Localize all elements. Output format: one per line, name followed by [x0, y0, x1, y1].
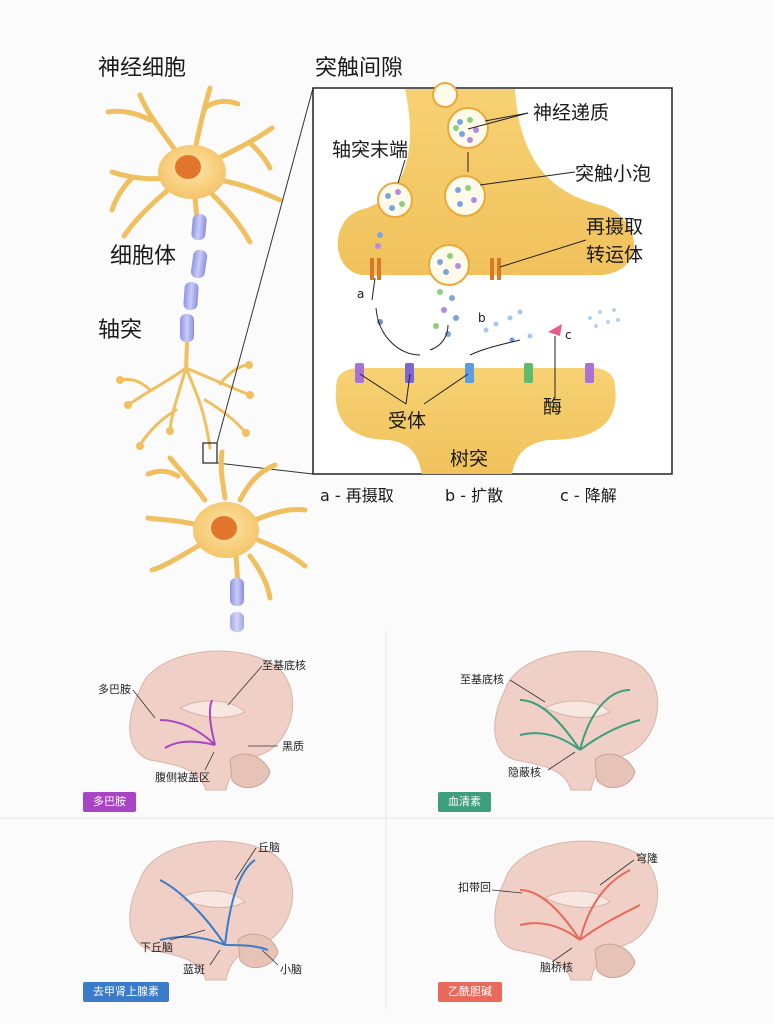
vesicles	[377, 82, 489, 286]
brain-panel-1	[129, 650, 294, 791]
nucleus	[175, 155, 201, 179]
receptors	[355, 363, 594, 383]
p4-label-fornix: 穹隆	[636, 852, 658, 865]
reuptake-transporter-label-1: 再摄取	[586, 216, 644, 238]
badge-dopamine: 多巴胺	[83, 792, 136, 812]
marker-b: b	[478, 311, 486, 325]
p1-label-vta: 腹侧被盖区	[155, 771, 210, 784]
reuptake-transporters	[370, 258, 501, 280]
myelin-sheaths	[180, 213, 208, 342]
p1-label-basal: 至基底核	[262, 659, 306, 672]
p3-label-hypothalamus: 下丘脑	[140, 941, 173, 954]
p3-label-locus-coeruleus: 蓝斑	[183, 963, 205, 976]
synapse-title: 突触间隙	[315, 56, 404, 81]
vesicle-label: 突触小泡	[575, 163, 652, 185]
p4-label-pontine: 脑桥核	[540, 961, 573, 974]
dendrite-label: 树突	[450, 448, 489, 470]
badge-serotonin: 血清素	[438, 792, 491, 812]
zoom-box	[202, 442, 218, 464]
lower-neuron	[145, 449, 308, 601]
legend-reuptake: a - 再摄取	[320, 486, 394, 505]
enzyme-shape	[548, 324, 562, 336]
receptors-label: 受体	[388, 410, 427, 432]
p2-label-basal: 至基底核	[460, 673, 504, 686]
p2-label-raphe: 隐蔽核	[508, 766, 541, 779]
p4-label-cingulate: 扣带回	[458, 881, 491, 894]
axon-label: 轴突	[98, 318, 143, 343]
badge-norepinephrine: 去甲肾上腺素	[83, 982, 169, 1002]
cell-body-label: 细胞体	[110, 244, 177, 269]
presynaptic-terminal	[337, 89, 635, 275]
p1-label-dopamine: 多巴胺	[98, 683, 131, 696]
brain-panel-2	[494, 650, 659, 791]
neuron-title: 神经细胞	[98, 56, 187, 81]
axon-terminal-label: 轴突末端	[332, 139, 409, 161]
marker-a: a	[357, 287, 365, 301]
legend-degradation: c - 降解	[560, 486, 617, 505]
reuptake-transporter-label-2: 转运体	[586, 244, 644, 266]
axon-terminals	[118, 363, 252, 450]
neurotransmitter-label: 神经递质	[533, 102, 610, 124]
upper-neuron	[105, 85, 283, 245]
brain-panel-3	[129, 840, 294, 981]
postsynaptic-dendrite	[335, 368, 616, 474]
p3-label-cerebellum: 小脑	[280, 963, 302, 976]
legend-diffusion: b - 扩散	[445, 486, 504, 505]
brain-panel-4	[494, 840, 659, 981]
p3-label-thalamus: 丘脑	[258, 841, 280, 854]
p1-label-substantia-nigra: 黑质	[282, 740, 304, 753]
enzyme-label: 酶	[543, 396, 563, 418]
badge-acetylcholine: 乙酰胆碱	[438, 982, 502, 1002]
marker-c: c	[565, 328, 572, 342]
